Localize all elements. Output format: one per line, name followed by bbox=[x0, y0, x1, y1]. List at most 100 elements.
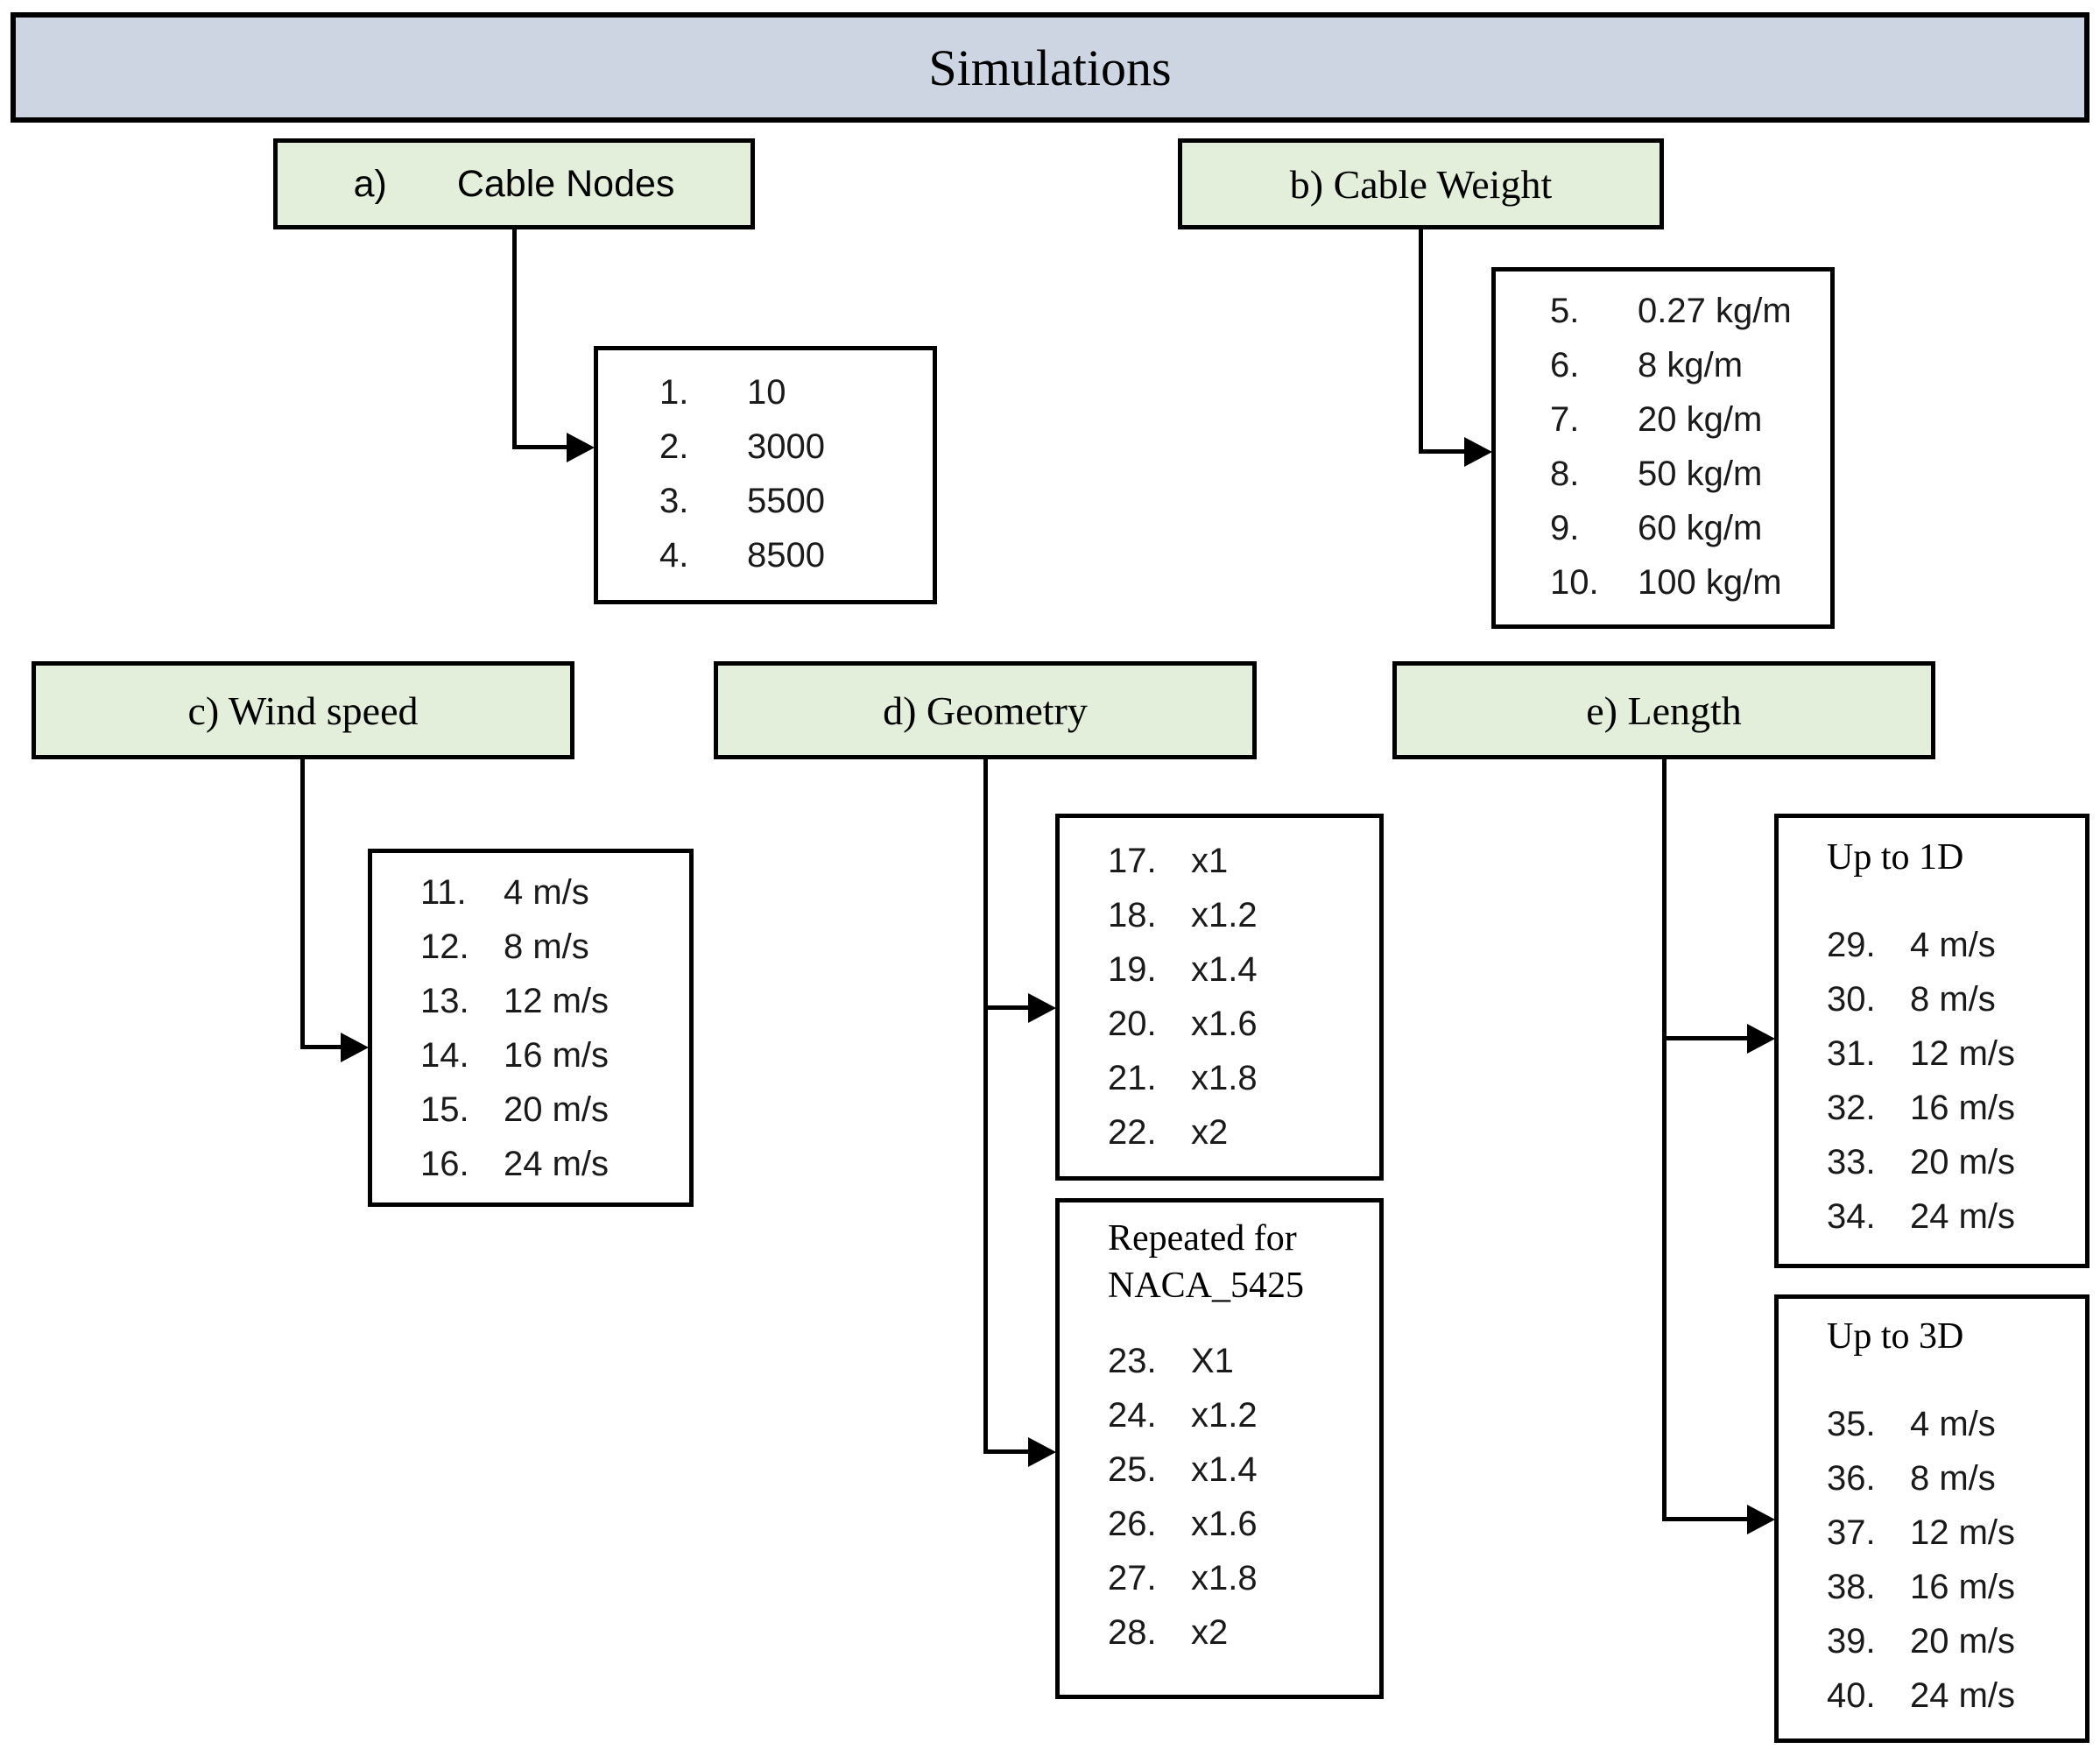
item-number: 40. bbox=[1827, 1675, 1876, 1715]
item-number: 9. bbox=[1550, 508, 1580, 547]
item-number: 14. bbox=[420, 1035, 469, 1075]
item-value: 5500 bbox=[747, 481, 825, 520]
diagram-title: Simulations bbox=[928, 39, 1172, 96]
item-value: x1.6 bbox=[1191, 1004, 1258, 1043]
list-item: 18.x1.2 bbox=[1108, 888, 1379, 942]
item-value: 0.27 kg/m bbox=[1638, 291, 1792, 330]
item-number: 1. bbox=[659, 372, 689, 412]
list-item: 13. 12 m/s bbox=[420, 974, 689, 1028]
list-item: 9.60 kg/m bbox=[1550, 501, 1830, 555]
item-number: 6. bbox=[1550, 345, 1580, 384]
item-number: 4. bbox=[659, 535, 689, 575]
item-number: 13. bbox=[420, 981, 469, 1020]
item-value: 8 m/s bbox=[1910, 1458, 1996, 1498]
item-number: 19. bbox=[1108, 949, 1157, 989]
item-number: 7. bbox=[1550, 399, 1580, 439]
item-number: 8. bbox=[1550, 454, 1580, 493]
length-3d-title: Up to 3D bbox=[1827, 1316, 1964, 1357]
item-number: 3. bbox=[659, 481, 689, 520]
item-number: 11. bbox=[420, 872, 467, 912]
category-b-label: b) Cable Weight bbox=[1289, 161, 1553, 207]
item-value: x1.4 bbox=[1191, 949, 1258, 989]
connector-d-vertical bbox=[983, 759, 988, 1454]
item-number: 12. bbox=[420, 927, 469, 966]
list-item: 38.16 m/s bbox=[1827, 1560, 2085, 1614]
category-c-label: c) Wind speed bbox=[187, 688, 419, 733]
item-number: 17. bbox=[1108, 841, 1157, 880]
item-value: 3000 bbox=[747, 427, 825, 466]
item-number: 10. bbox=[1550, 562, 1599, 602]
item-value: 8 m/s bbox=[504, 927, 589, 966]
connector-d1-horizontal bbox=[983, 1005, 1029, 1010]
item-value: 10 bbox=[747, 372, 786, 412]
list-item: 22. x2 bbox=[1108, 1105, 1379, 1160]
item-value: x2 bbox=[1191, 1612, 1229, 1652]
connector-e1-arrowhead-icon bbox=[1747, 1024, 1775, 1054]
item-value: 20 kg/m bbox=[1638, 399, 1763, 439]
item-value: x1 bbox=[1191, 841, 1229, 880]
item-value: 16 m/s bbox=[504, 1035, 610, 1075]
item-value: 4 m/s bbox=[504, 872, 589, 912]
connector-e2-arrowhead-icon bbox=[1747, 1505, 1775, 1534]
item-value: 8500 bbox=[747, 535, 825, 575]
list-item: 31.12 m/s bbox=[1827, 1026, 2085, 1081]
item-value: 12 m/s bbox=[1910, 1513, 2016, 1552]
connector-a-arrowhead-icon bbox=[567, 433, 595, 462]
list-item: 5.0.27 kg/m bbox=[1550, 284, 1830, 338]
list-item: 16.24 m/s bbox=[420, 1137, 689, 1191]
item-value: 16 m/s bbox=[1910, 1088, 2016, 1127]
list-item: 26. x1.6 bbox=[1108, 1497, 1379, 1551]
item-number: 33. bbox=[1827, 1142, 1876, 1181]
item-value: x1.2 bbox=[1191, 1395, 1258, 1435]
item-number: 37. bbox=[1827, 1513, 1876, 1552]
list-item: 27.x1.8 bbox=[1108, 1551, 1379, 1605]
item-number: 22. bbox=[1108, 1112, 1157, 1152]
list-item: 3. 5500 bbox=[659, 474, 933, 528]
item-value: x1.6 bbox=[1191, 1504, 1258, 1543]
connector-c-vertical bbox=[300, 759, 305, 1049]
item-value: x1.4 bbox=[1191, 1449, 1258, 1489]
item-value: X1 bbox=[1191, 1341, 1234, 1380]
list-item: 36.8 m/s bbox=[1827, 1451, 2085, 1506]
connector-e-vertical bbox=[1662, 759, 1667, 1521]
item-value: 20 m/s bbox=[1910, 1621, 2016, 1661]
list-item: 28.x2 bbox=[1108, 1605, 1379, 1660]
connector-d2-arrowhead-icon bbox=[1028, 1437, 1056, 1467]
connector-b-arrowhead-icon bbox=[1464, 437, 1492, 467]
list-item: 25.x1.4 bbox=[1108, 1442, 1379, 1497]
item-number: 26. bbox=[1108, 1504, 1157, 1543]
item-number: 30. bbox=[1827, 979, 1876, 1019]
list-item: 37. 12 m/s bbox=[1827, 1506, 2085, 1560]
list-item: 39. 20 m/s bbox=[1827, 1614, 2085, 1668]
repeat-title-line2: NACA_5425 bbox=[1108, 1266, 1305, 1306]
category-geometry: d) Geometry bbox=[714, 661, 1257, 759]
list-item: 19. x1.4 bbox=[1108, 942, 1379, 997]
item-value: 12 m/s bbox=[504, 981, 610, 1020]
list-item: 29.4 m/s bbox=[1827, 918, 2085, 972]
list-item: 34.24 m/s bbox=[1827, 1189, 2085, 1244]
category-cable-weight: b) Cable Weight bbox=[1178, 138, 1664, 229]
list-item: 11. 4 m/s bbox=[420, 865, 689, 920]
category-a-label: Cable Nodes bbox=[456, 162, 675, 205]
connector-e2-horizontal bbox=[1662, 1517, 1748, 1521]
item-value: 8 kg/m bbox=[1638, 345, 1744, 384]
item-number: 21. bbox=[1108, 1058, 1157, 1097]
item-value: x1.8 bbox=[1191, 1058, 1258, 1097]
list-item: 33.20 m/s bbox=[1827, 1135, 2085, 1189]
connector-d2-horizontal bbox=[983, 1449, 1029, 1454]
connector-b-vertical bbox=[1419, 229, 1423, 454]
item-value: x2 bbox=[1191, 1112, 1229, 1152]
category-length: e) Length bbox=[1392, 661, 1935, 759]
list-item: 7. 20 kg/m bbox=[1550, 392, 1830, 447]
item-value: 24 m/s bbox=[1910, 1196, 2016, 1236]
item-value: 20 m/s bbox=[504, 1090, 610, 1129]
list-item: 6. 8 kg/m bbox=[1550, 338, 1830, 392]
item-number: 39. bbox=[1827, 1621, 1876, 1661]
